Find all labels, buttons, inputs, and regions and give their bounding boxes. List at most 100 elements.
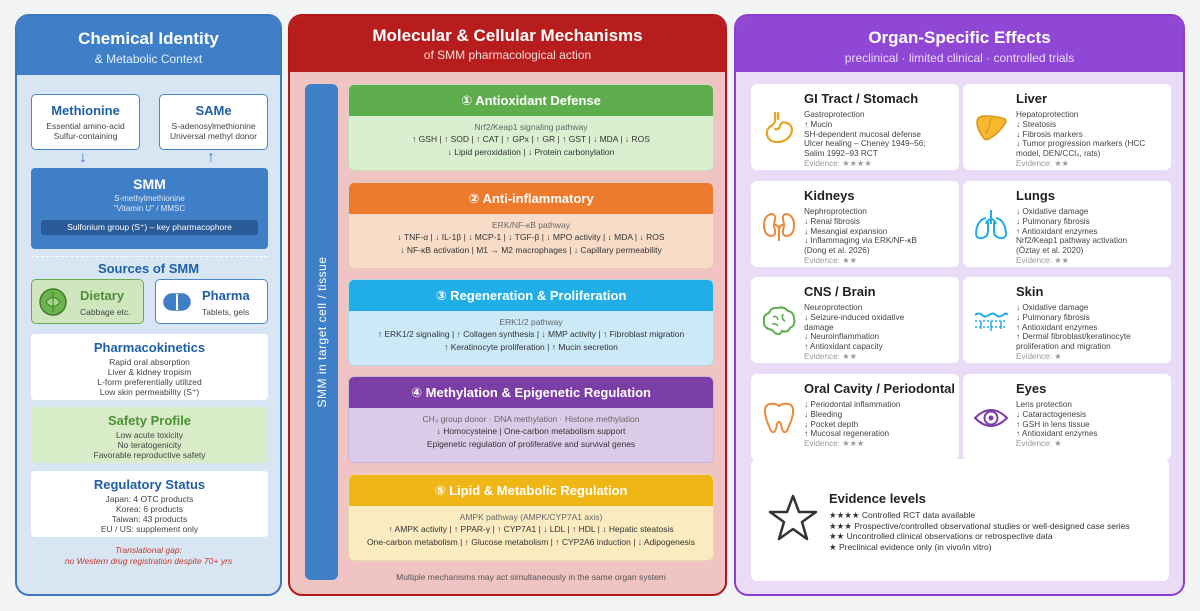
mechanism-line: ↑ ERK1/2 signaling | ↑ Collagen synthesi… <box>377 329 685 339</box>
chemical-identity-title: Chemical Identity <box>78 29 219 48</box>
pill-icon <box>163 293 191 311</box>
organ-line: model, DEN/CCl₄, rats) <box>1016 149 1101 159</box>
organ-line: ↑ Antioxidant enzymes <box>1016 226 1098 236</box>
organ-title: Lungs <box>1016 188 1055 203</box>
organ-evidence: Evidence: ★ <box>1016 351 1062 361</box>
dietary-title: Dietary <box>80 288 125 303</box>
mechanism-line: ↓ NF-κB activation | M1 → M2 macrophages… <box>400 245 662 255</box>
mechanism-card: ① Antioxidant Defense Nrf2/Keap1 signali… <box>348 84 714 171</box>
organ-line: Gastroprotection <box>804 110 865 119</box>
same-title: SAMe <box>195 103 232 118</box>
cabbage-icon <box>39 288 67 316</box>
evidence-levels-list: ★★★★ Controlled RCT data available ★★★ P… <box>829 510 1130 552</box>
regulatory-card: Regulatory Status Japan: 4 OTC products … <box>31 471 268 537</box>
mechanism-line: ↑ Keratinocyte proliferation | ↑ Mucin s… <box>444 342 618 352</box>
organ-title: CNS / Brain <box>804 284 876 299</box>
mechanism-line: ↑ AMPK activity | ↑ PPAR-γ | ↑ CYP7A1 | … <box>388 524 674 534</box>
mechanism-line: ↓ Lipid peroxidation | ↓ Protein carbony… <box>447 147 615 157</box>
organ-line: (Öztay et al. 2020) <box>1016 246 1084 256</box>
evidence-levels-box: Evidence levels ★★★★ Controlled RCT data… <box>751 459 1169 581</box>
safety-line: Low acute toxicity <box>115 430 184 440</box>
organ-title: Eyes <box>1016 381 1047 396</box>
organ-line: Nrf2/Keap1 pathway activation <box>1016 236 1128 246</box>
brain-icon <box>762 306 796 336</box>
organ-line: ↑ Antioxidant enzymes <box>1016 322 1098 332</box>
mechanisms-title: Molecular & Cellular Mechanisms <box>372 26 643 45</box>
pharmacokinetics-title: Pharmacokinetics <box>93 340 206 355</box>
chemical-identity-panel: Chemical Identity & Metabolic Context Me… <box>15 14 282 596</box>
pharma-sub: Tablets, gels <box>202 307 250 317</box>
mechanisms-header: Molecular & Cellular Mechanisms of SMM p… <box>290 16 725 72</box>
mechanism-pathway: ERK1/2 pathway <box>499 317 563 327</box>
organ-line: ↓ Fibrosis markers <box>1016 129 1083 139</box>
organ-line: ↓ Mesangial expansion <box>804 226 888 236</box>
organ-card-liver: Liver Hepatoprotection ↓ Steatosis ↓ Fib… <box>963 84 1171 170</box>
mechanisms-panel: Molecular & Cellular Mechanisms of SMM p… <box>288 14 727 596</box>
lungs-icon <box>974 210 1008 240</box>
mechanism-pathway: CH₃ group donor · DNA methylation · Hist… <box>422 414 640 424</box>
mechanism-pathway: AMPK pathway (AMPK/CYP7A1 axis) <box>459 512 603 522</box>
mechanism-card: ② Anti-inflammatory ERK/NF-κB pathway ↓ … <box>348 182 714 269</box>
safety-card: Safety Profile Low acute toxicity No ter… <box>31 407 268 463</box>
mechanism-title: ④ Methylation & Epigenetic Regulation <box>349 377 713 408</box>
chemical-identity-header: Chemical Identity & Metabolic Context <box>17 16 280 75</box>
organ-effects-subtitle: preclinical · limited clinical · control… <box>844 51 1075 65</box>
organ-evidence: Evidence: ★★ <box>804 255 857 265</box>
pharmacokinetics-card: Pharmacokinetics Rapid oral absorption L… <box>31 334 268 400</box>
star-icon <box>768 494 818 541</box>
mechanisms-subtitle: of SMM pharmacological action <box>423 48 592 62</box>
methionine-line: Sulfur-containing <box>53 131 118 141</box>
organ-effects-header: Organ-Specific Effects preclinical · lim… <box>736 16 1183 72</box>
pharma-box: Pharma Tablets, gels <box>155 279 268 324</box>
organ-card-lungs: Lungs ↓ Oxidative damage ↓ Pulmonary fib… <box>963 181 1171 267</box>
evidence-level-line: ★★★★ Controlled RCT data available <box>829 510 976 520</box>
methionine-line: Essential amino-acid <box>46 121 125 131</box>
smm-line: "Vitamin U" / MMSC <box>113 204 186 213</box>
organ-evidence: Evidence: ★ <box>1016 439 1062 449</box>
evidence-levels-title: Evidence levels <box>829 491 926 506</box>
organ-line: ↓ Pocket depth <box>804 419 859 429</box>
regulatory-line: EU / US: supplement only <box>100 524 199 534</box>
organ-details: ↓ Periodontal inflammation ↓ Bleeding ↓ … <box>804 400 956 449</box>
regulatory-line: Korea: 6 products <box>115 504 184 514</box>
mechanism-card: ⑤ Lipid & Metabolic Regulation AMPK path… <box>348 474 714 561</box>
organ-line: Hepatoprotection <box>1016 110 1079 119</box>
eye-icon <box>973 409 1009 427</box>
pharma-title: Pharma <box>202 288 250 303</box>
organ-details: Hepatoprotection ↓ Steatosis ↓ Fibrosis … <box>1016 110 1168 169</box>
organ-card-eyes: Eyes Lens protection ↓ Cataractogenesis … <box>963 374 1171 460</box>
mechanism-title: ⑤ Lipid & Metabolic Regulation <box>349 475 713 506</box>
pharmacokinetics-line: L-form preferentially utilized <box>97 377 202 387</box>
mechanism-title: ① Antioxidant Defense <box>349 85 713 116</box>
translational-gap-note: Translational gap: no Western drug regis… <box>17 545 280 567</box>
methionine-box: Methionine Essential amino-acid Sulfur-c… <box>31 94 140 150</box>
skin-icon <box>974 312 1008 331</box>
organ-line: ↑ GSH in lens tissue <box>1016 419 1090 429</box>
organ-line: ↓ Oxidative damage <box>1016 207 1089 216</box>
tooth-icon <box>763 402 795 434</box>
organ-evidence: Evidence: ★★★★ <box>804 158 872 168</box>
organ-card-oral-cavity: Oral Cavity / Periodontal ↓ Periodontal … <box>751 374 959 460</box>
mechanism-card: ③ Regeneration & Proliferation ERK1/2 pa… <box>348 279 714 366</box>
organ-card-kidneys: Kidneys Nephroprotection ↓ Renal fibrosi… <box>751 181 959 267</box>
organ-line: ↑ Antioxidant capacity <box>804 342 883 352</box>
organ-line: ↑ Antioxidant enzymes <box>1016 429 1098 439</box>
organ-title: Liver <box>1016 91 1048 106</box>
organ-title: Kidneys <box>804 188 855 203</box>
organ-details: Nephroprotection ↓ Renal fibrosis ↓ Mesa… <box>804 207 956 266</box>
mechanism-pathway: Nrf2/Keap1 signaling pathway <box>474 122 588 132</box>
organ-line: ↑ Dermal fibroblast/keratinocyte <box>1016 332 1131 342</box>
mechanism-card: ④ Methylation & Epigenetic Regulation CH… <box>348 376 714 463</box>
organ-details: Lens protection ↓ Cataractogenesis ↑ GSH… <box>1016 400 1168 449</box>
divider <box>31 256 268 257</box>
pharmacokinetics-line: Liver & kidney tropism <box>107 367 192 377</box>
pharmacokinetics-line: Low skin permeability (S⁺) <box>99 387 200 397</box>
organ-line: ↓ Pulmonary fibrosis <box>1016 216 1090 226</box>
organ-line: ↓ Inflammaging via ERK/NF-κB <box>804 236 917 246</box>
safety-title: Safety Profile <box>107 413 192 428</box>
target-cell-label: SMM in target cell / tissue <box>314 256 329 408</box>
organ-card-gi-tract: GI Tract / Stomach Gastroprotection ↑ Mu… <box>751 84 959 170</box>
organ-title: GI Tract / Stomach <box>804 91 919 106</box>
regulatory-title: Regulatory Status <box>93 477 206 492</box>
regulatory-line: Taiwan: 43 products <box>111 514 188 524</box>
